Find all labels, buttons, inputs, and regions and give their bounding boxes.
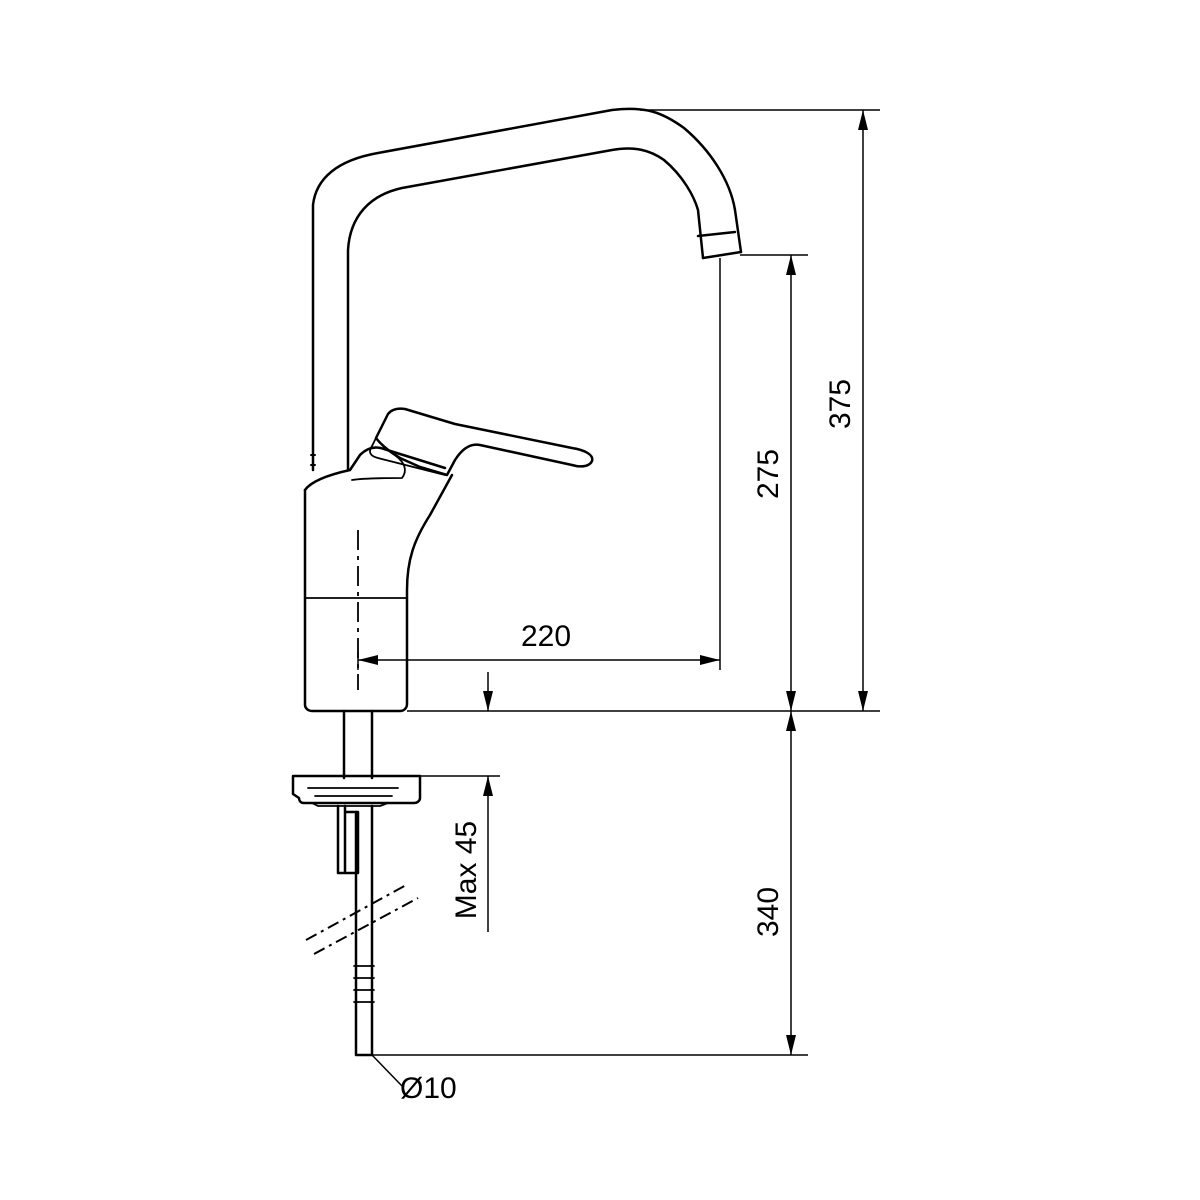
spout-outer: [311, 107, 743, 472]
lever-joint: [369, 437, 446, 476]
dimension-lines: [357, 109, 880, 1087]
body-top: [303, 446, 447, 492]
dim-diameter-label: Ø10: [400, 1072, 457, 1105]
spout-inner: [346, 147, 705, 472]
dim-diameter-leader: [371, 1054, 403, 1087]
lever-handle: [374, 407, 594, 477]
shank: [342, 709, 374, 780]
dim-275-label: 275: [752, 449, 785, 499]
dim-max45-label: Max 45: [450, 821, 483, 919]
dim-220-label: 220: [521, 620, 571, 653]
mounting-stud: [336, 804, 360, 875]
hose-break-symbol: [305, 883, 419, 955]
mounting-plate-inner: [307, 787, 399, 797]
aerator: [696, 230, 743, 260]
mounting-washer: [311, 802, 389, 807]
faucet-outline: [291, 107, 743, 1057]
hose: [354, 804, 374, 1057]
spout-marks: [310, 454, 316, 466]
hose-connector: [353, 965, 375, 1003]
mounting-plate: [291, 774, 422, 805]
body: [303, 473, 454, 713]
dim-340-label: 340: [752, 887, 785, 937]
dim-375-label: 375: [824, 379, 857, 429]
body-detail: [351, 455, 406, 481]
